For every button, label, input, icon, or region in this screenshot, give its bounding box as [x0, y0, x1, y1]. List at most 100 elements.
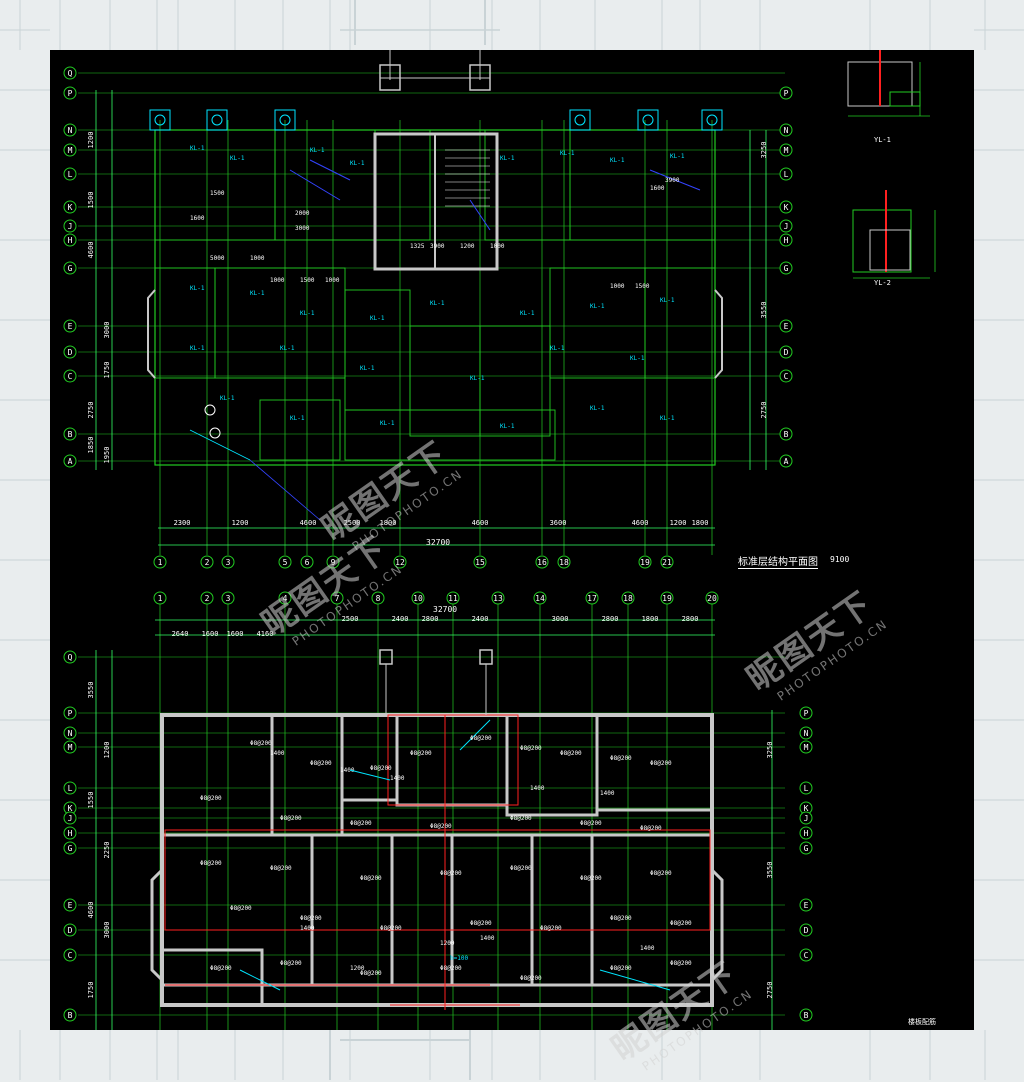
beam-label: KL-1 [560, 150, 575, 157]
rebar-length: 1400 [390, 775, 405, 782]
lower-row-bubble-right-E-circle [799, 898, 813, 912]
upper-col-bubble-2-label: 2 [205, 558, 210, 567]
upper-row-bubble-right-L-label: L [784, 170, 789, 179]
upper-row-bubble-right-C-circle [779, 369, 793, 383]
upper-row-bubble-right-P-label: P [784, 89, 789, 98]
lower-row-bubble-right-J-circle [799, 811, 813, 825]
lower-col-bubble-8-label: 8 [376, 594, 381, 603]
rebar-label: Φ8@200 [280, 815, 302, 822]
upper-col-bubble-9-circle [326, 555, 340, 569]
upper-row-bubble-right-N-label: N [784, 126, 789, 135]
room-dim-label: 3900 [430, 243, 445, 250]
upper-left-bay [147, 289, 156, 379]
lower-row-bubble-left-N-circle [63, 726, 77, 740]
lower-col-bubble-1-label: 1 [158, 594, 163, 603]
rebar-label: Φ8@200 [610, 755, 632, 762]
lower-col-bubble-19-circle [660, 591, 674, 605]
lower-row-bubble-left-M-label: M [68, 743, 73, 752]
upper-col-bubble-1-circle [153, 555, 167, 569]
upper-left-dim-text: 1950 [103, 447, 111, 464]
lower-left-dim-text: 1550 [87, 792, 95, 809]
lower-top-dim-text-2: 1600 [227, 630, 244, 638]
beam-label: KL-1 [610, 157, 625, 164]
upper-left-dim-text: 1500 [87, 192, 95, 209]
upper-row-bubble-right-P-circle [779, 86, 793, 100]
lower-row-bubble-left-H-circle [63, 826, 77, 840]
lower-top-dim-text: 1800 [642, 615, 659, 623]
lower-row-bubble-right-B-circle [799, 1008, 813, 1022]
lower-core-boundary [387, 714, 519, 806]
lower-row-bubble-right-C-circle [799, 948, 813, 962]
upper-row-bubble-left-K-label: K [68, 203, 73, 212]
rebar-label: Φ8@200 [560, 750, 582, 757]
rebar-label: Φ8@200 [470, 920, 492, 927]
upper-row-bubble-right-M-label: M [784, 146, 789, 155]
upper-row-bubble-left-A-circle [63, 454, 77, 468]
upper-room [274, 129, 376, 241]
lower-left-dim-text: 1200 [103, 742, 111, 759]
upper-row-bubble-left-E-label: E [68, 322, 73, 331]
rebar-label: Φ8@200 [350, 820, 372, 827]
rebar-label: Φ8@200 [650, 870, 672, 877]
slab-span-line [469, 199, 491, 231]
lower-row-bubble-left-K-label: K [68, 804, 73, 813]
upper-bottom-dim-text: 1200 [670, 519, 687, 527]
upper-col-bubble-3-label: 3 [226, 558, 231, 567]
upper-col-bubble-1-label: 1 [158, 558, 163, 567]
upper-row-bubble-left-B-label: B [68, 430, 73, 439]
column-cap-circle [211, 114, 223, 126]
beam-label: KL-1 [380, 420, 395, 427]
upper-room [374, 129, 431, 241]
upper-room [259, 399, 341, 461]
upper-row-bubble-right-B-label: B [784, 430, 789, 439]
lower-top-dim-text: 2400 [472, 615, 489, 623]
rebar-label: Φ8@200 [580, 820, 602, 827]
upper-row-bubble-left-D-label: D [68, 348, 73, 357]
lower-row-bubble-left-C-circle [63, 948, 77, 962]
upper-bottom-dim-text: 3600 [550, 519, 567, 527]
beam-label: KL-1 [660, 415, 675, 422]
upper-row-bubble-right-G-label: G [784, 264, 789, 273]
upper-row-bubble-left-J-circle [63, 219, 77, 233]
lower-col-bubble-13-label: 13 [493, 594, 503, 603]
rebar-length: 1200 [440, 940, 455, 947]
lower-row-bubble-right-P-circle [799, 706, 813, 720]
upper-room [644, 267, 716, 379]
beam-label: KL-1 [190, 345, 205, 352]
upper-col-bubble-18-label: 18 [559, 558, 569, 567]
upper-row-bubble-right-A-label: A [784, 457, 789, 466]
upper-col-bubble-16-label: 16 [537, 558, 547, 567]
lower-wall-segment [340, 713, 399, 802]
lower-row-bubble-left-P-circle [63, 706, 77, 720]
lower-row-bubble-left-N-label: N [68, 729, 73, 738]
rebar-label: Φ8@200 [300, 915, 322, 922]
lower-row-bubble-right-D-label: D [804, 926, 809, 935]
lower-row-bubble-right-J-label: J [804, 814, 809, 823]
lower-row-bubble-left-G-circle [63, 841, 77, 855]
lower-row-bubble-right-G-label: G [804, 844, 809, 853]
beam-label: KL-1 [230, 155, 245, 162]
upper-row-bubble-left-A-label: A [68, 457, 73, 466]
upper-column-cap [701, 109, 723, 131]
beam-label: KL-1 [250, 290, 265, 297]
room-dim-label: 1600 [190, 215, 205, 222]
beam-label: KL-1 [520, 310, 535, 317]
lower-row-bubble-right-E-label: E [804, 901, 809, 910]
rebar-label: Φ8@200 [360, 970, 382, 977]
slab-marker [239, 969, 281, 991]
column-cap-circle [706, 114, 718, 126]
upper-row-bubble-left-L-circle [63, 167, 77, 181]
lower-top-dim-text: 2800 [422, 615, 439, 623]
lower-row-bubble-left-E-label: E [68, 901, 73, 910]
upper-row-bubble-left-N-label: N [68, 126, 73, 135]
upper-row-bubble-left-N-circle [63, 123, 77, 137]
upper-bottom-dim-text: 1800 [380, 519, 397, 527]
detail-label-1: YL-1 [874, 136, 891, 144]
lower-col-bubble-7-label: 7 [335, 594, 340, 603]
lower-left-dim-text: 3000 [103, 922, 111, 939]
lower-col-bubble-18-circle [621, 591, 635, 605]
lower-col-bubble-2-circle [200, 591, 214, 605]
room-dim-label: 1000 [610, 283, 625, 290]
upper-col-bubble-19-circle [638, 555, 652, 569]
lower-top-dim-text: 2800 [602, 615, 619, 623]
